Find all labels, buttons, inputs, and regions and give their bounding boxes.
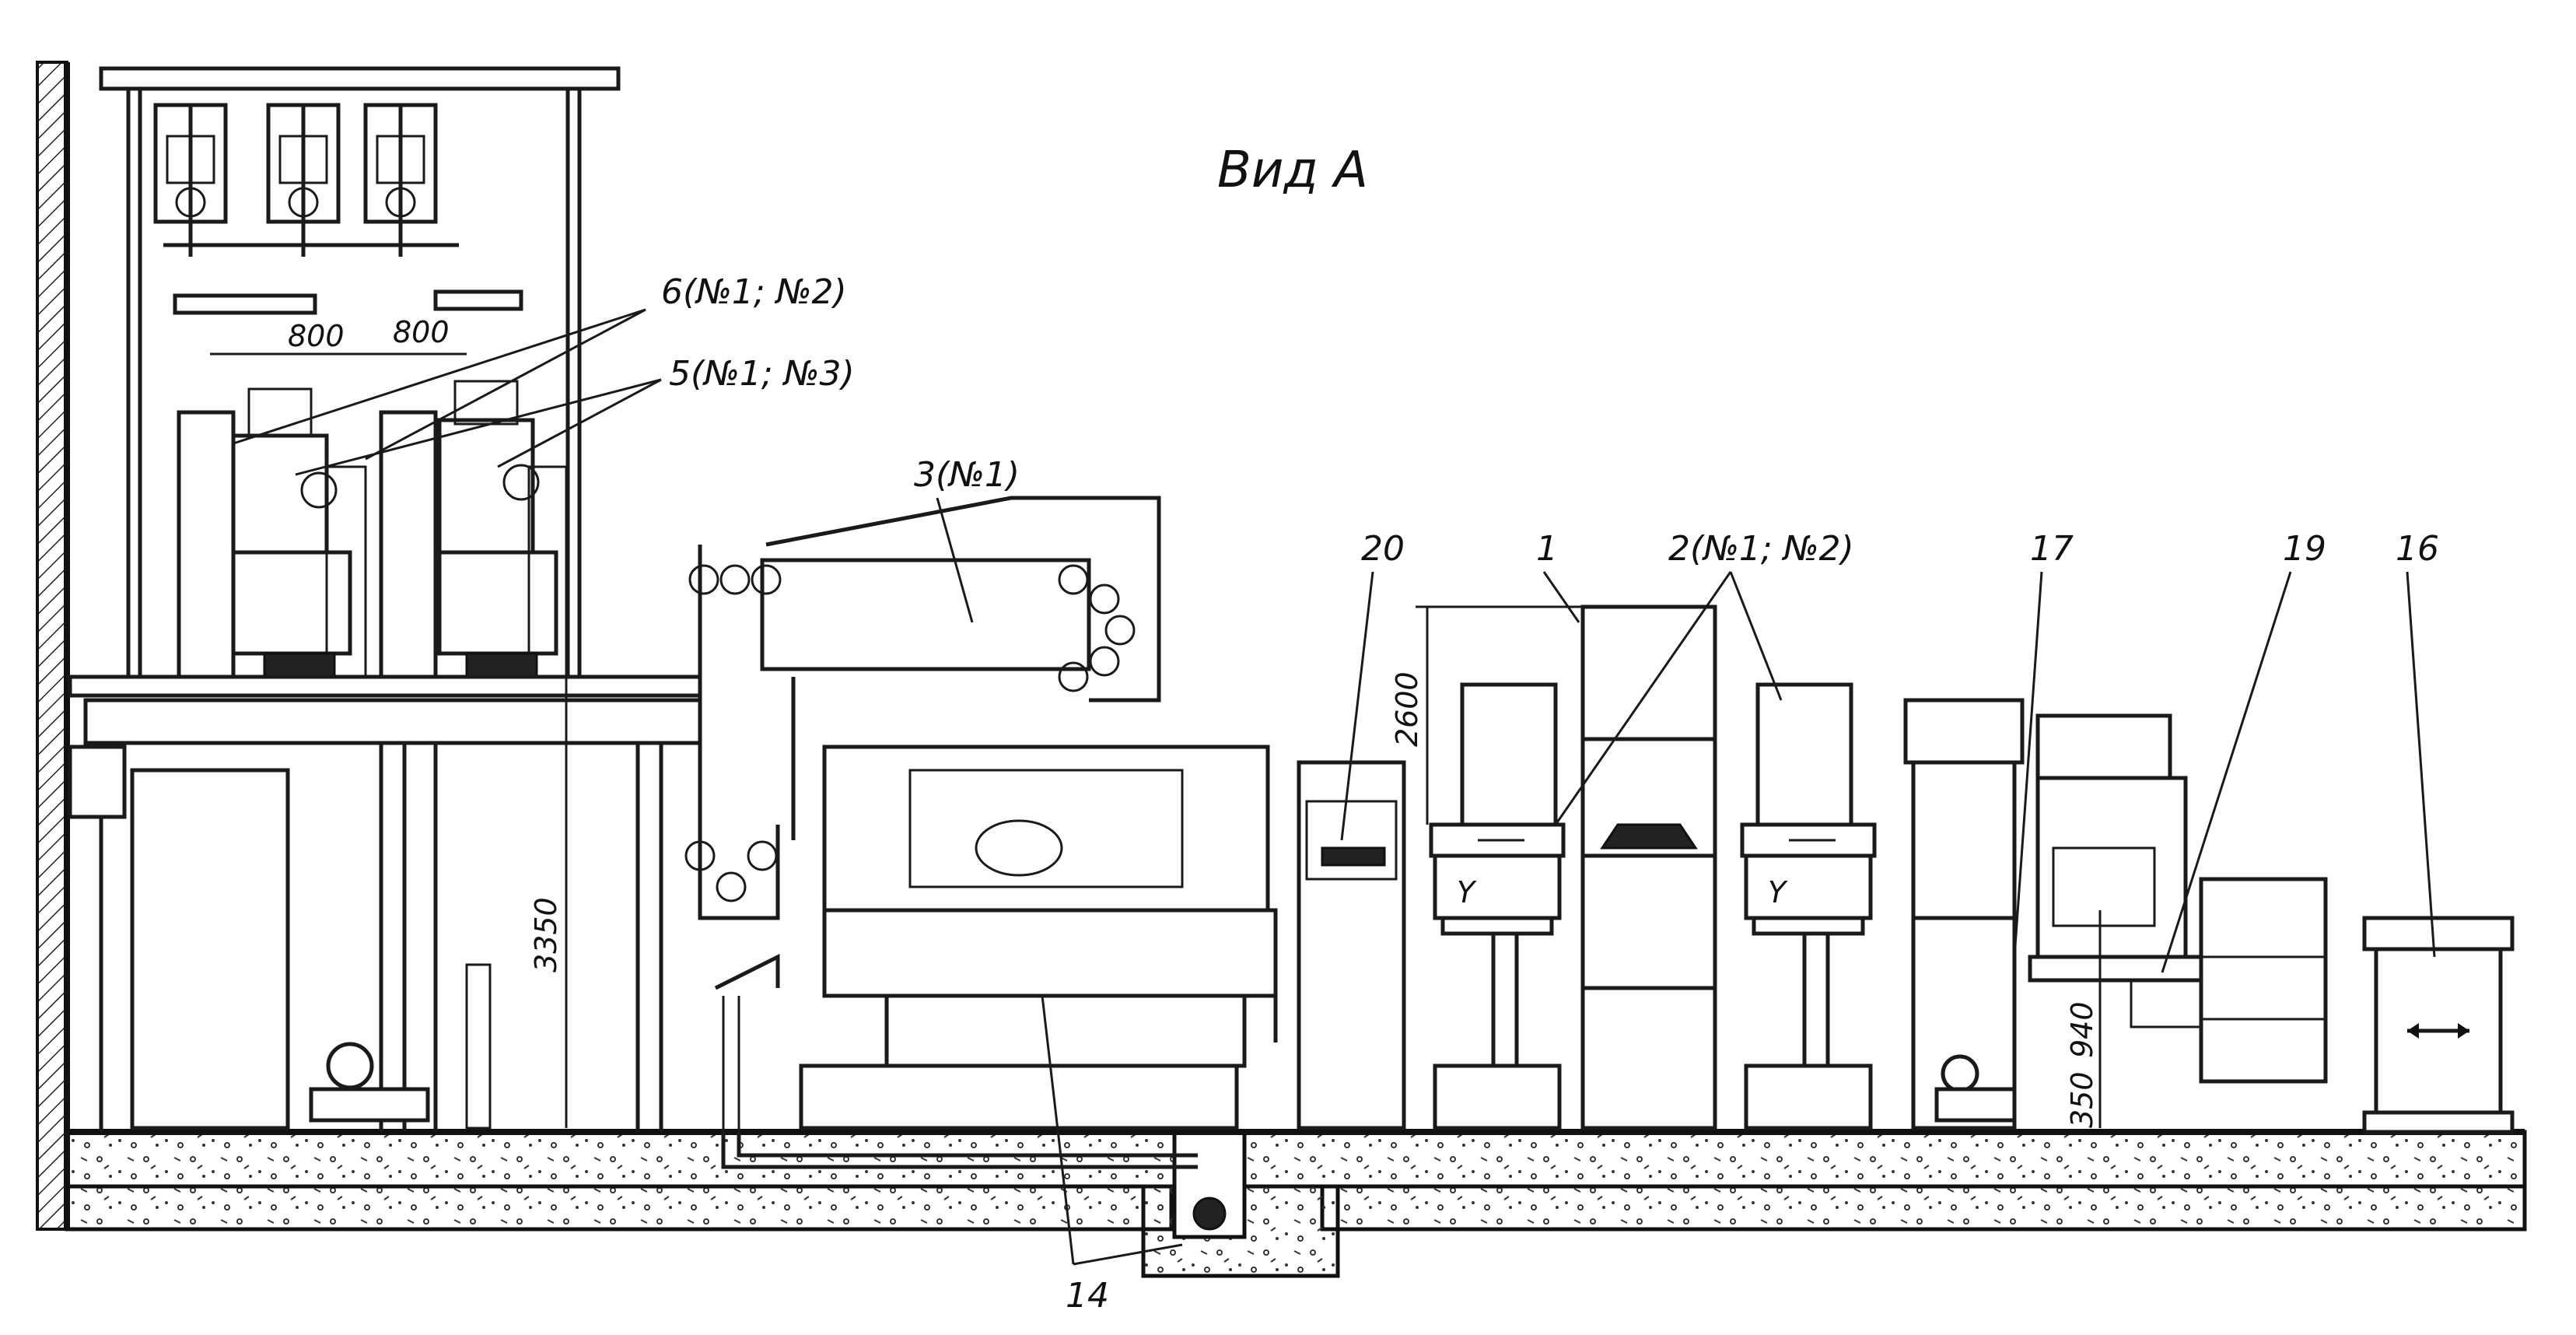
processing-chamber bbox=[714, 745, 1278, 1169]
callout-16: 16 bbox=[2396, 529, 2439, 569]
callout-5: 5(№1; №3) bbox=[669, 354, 855, 394]
hoist-unit bbox=[363, 103, 438, 257]
work-platform bbox=[68, 675, 702, 1132]
callout-20: 20 bbox=[1361, 529, 1405, 569]
pump-unit bbox=[309, 963, 492, 1130]
station-1 bbox=[1580, 604, 1717, 1130]
dim-2600: 2600 bbox=[1390, 671, 1424, 747]
dimension-lines bbox=[210, 352, 2102, 1128]
station-17 bbox=[1903, 698, 2025, 1130]
leader-lines bbox=[233, 308, 2436, 1266]
dim-3350: 3350 bbox=[529, 897, 563, 972]
callout-14: 14 bbox=[1066, 1276, 1109, 1316]
callout-1: 1 bbox=[1536, 529, 1558, 569]
building-wall bbox=[36, 61, 70, 1231]
press-station-right bbox=[379, 380, 569, 687]
floor-foundation bbox=[65, 1129, 2527, 1278]
hoist-unit bbox=[153, 103, 228, 257]
callout-6: 6(№1; №2) bbox=[661, 272, 847, 312]
dim-800-left: 800 bbox=[288, 319, 345, 353]
callout-19: 19 bbox=[2283, 529, 2326, 569]
callout-2: 2(№1; №2) bbox=[1668, 529, 1854, 569]
hoist-unit bbox=[266, 103, 341, 257]
station-16 bbox=[2362, 916, 2515, 1134]
control-cabinet bbox=[68, 745, 290, 1130]
chain-conveyor bbox=[684, 496, 1161, 920]
axis-y-right: Y bbox=[1768, 875, 1788, 909]
press-station-left bbox=[177, 387, 367, 687]
dim-350: 350 bbox=[2065, 1071, 2099, 1128]
station-20 bbox=[1297, 760, 1406, 1130]
station-2-right bbox=[1740, 682, 1877, 1130]
callout-17: 17 bbox=[2030, 529, 2074, 569]
station-19 bbox=[2028, 713, 2288, 1028]
station-2-left bbox=[1429, 682, 1566, 1130]
axis-y-left: Y bbox=[1457, 875, 1477, 909]
dim-940: 940 bbox=[2065, 1001, 2099, 1058]
view-title: Вид А bbox=[1217, 142, 1368, 199]
dim-800-right: 800 bbox=[393, 315, 450, 349]
parts-rack bbox=[2199, 877, 2328, 1084]
callout-3: 3(№1) bbox=[914, 455, 1020, 495]
